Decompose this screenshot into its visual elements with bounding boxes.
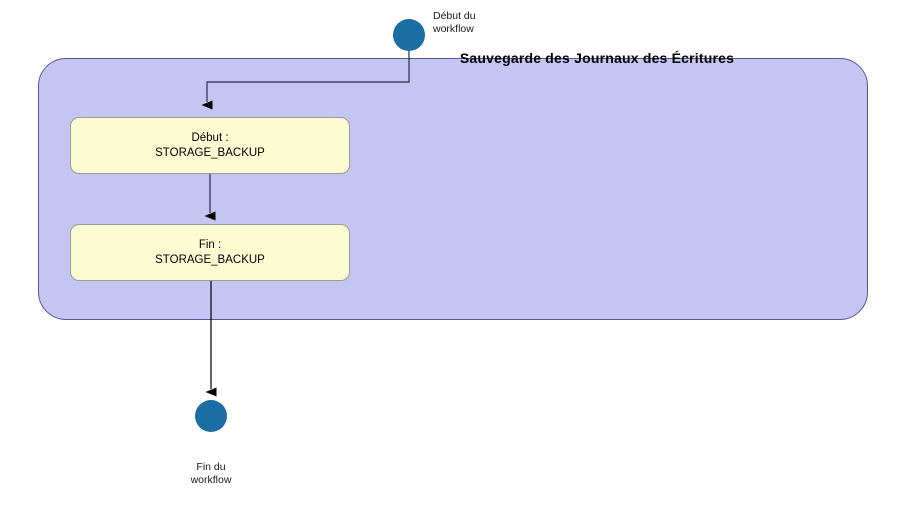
activity-node-storage-backup-start[interactable]: Début : STORAGE_BACKUP bbox=[70, 117, 350, 174]
start-caption-line-2: workflow bbox=[433, 23, 474, 35]
activity-node-storage-backup-end[interactable]: Fin : STORAGE_BACKUP bbox=[70, 224, 350, 281]
workflow-lane-title: Sauvegarde des Journaux des Écritures bbox=[459, 50, 735, 66]
end-terminal-circle[interactable] bbox=[195, 400, 227, 432]
start-caption-line-1: Début du bbox=[433, 10, 476, 22]
start-terminal-circle[interactable] bbox=[393, 19, 425, 51]
activity-node-line-1: Début : bbox=[191, 131, 229, 144]
end-caption-line-1: Fin du bbox=[196, 461, 226, 473]
start-terminal-caption: Début du workflow bbox=[433, 10, 476, 36]
end-terminal-caption: Fin du workflow bbox=[141, 461, 281, 487]
end-caption-line-2: workflow bbox=[190, 474, 232, 486]
activity-node-line-2: STORAGE_BACKUP bbox=[155, 253, 265, 266]
activity-node-line-2: STORAGE_BACKUP bbox=[155, 146, 265, 159]
activity-node-line-1: Fin : bbox=[198, 238, 222, 251]
